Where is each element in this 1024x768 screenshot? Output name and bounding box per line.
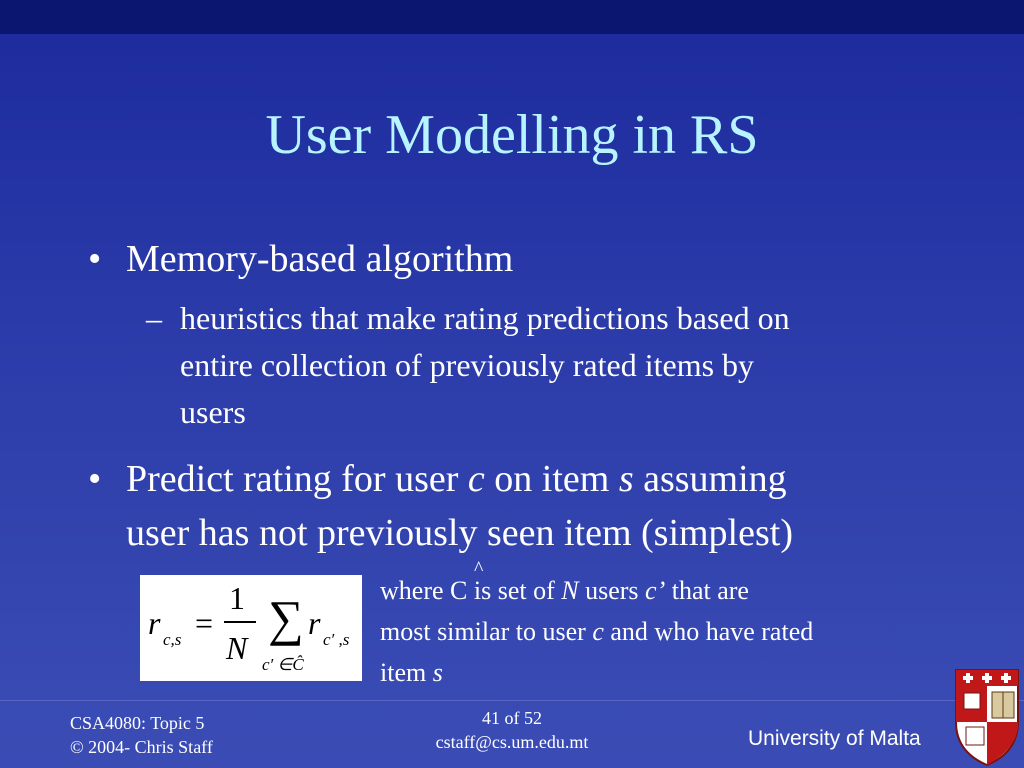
note-text: item (380, 658, 433, 687)
formula-equals: = (195, 605, 214, 641)
formula-note: where C is set of N users c’ that are mo… (380, 570, 1000, 693)
formula-r-rhs: r (308, 605, 321, 641)
formula-box: r c,s = 1 N ∑ r c′ ,s c′ ∈Ĉ (140, 575, 362, 681)
footer-divider (0, 700, 1024, 701)
note-var-c: c (592, 617, 604, 646)
formula-sub-rhs: c′ ,s (323, 630, 350, 649)
footer-email: cstaff@cs.um.edu.mt (435, 732, 589, 752)
bullet2-var-s: s (618, 458, 634, 500)
sub-bullet-heuristics: – heuristics that make rating prediction… (146, 295, 790, 436)
bullet2-text-a: Predict rating for user (126, 458, 468, 500)
note-var-cprime: c’ (645, 576, 666, 605)
bullet-memory-based: • Memory-based algorithm (88, 232, 514, 286)
formula-r: r (148, 605, 161, 641)
bullet-dot: • (88, 458, 102, 500)
note-var-s: s (432, 658, 443, 687)
bullet-predict-rating: • Predict rating for user c on item s as… (88, 452, 793, 560)
formula-denominator: N (226, 630, 248, 666)
bullet2-var-c: c (467, 458, 485, 500)
bullet2-line-2: user has not previously seen item (simpl… (126, 512, 793, 554)
formula-sub-lhs: c,s (163, 630, 182, 649)
note-var-N: N (561, 576, 579, 605)
note-set-C: C (450, 576, 468, 605)
note-text: is set of (467, 576, 562, 605)
note-text: where (380, 576, 451, 605)
footer-center: 41 of 52 cstaff@cs.um.edu.mt (412, 706, 612, 754)
sub-dash: – (146, 300, 162, 336)
bullet-text: Memory-based algorithm (126, 238, 514, 280)
bullet2-text-b: on item (484, 458, 619, 500)
footer-university: University of Malta (748, 727, 921, 750)
sigma-symbol: ∑ (268, 590, 304, 646)
footer-page-number: 41 of 52 (482, 708, 542, 728)
footer-copyright: © 2004- Chris Staff (70, 737, 213, 757)
note-text: that are (665, 576, 749, 605)
hat-accent: ^ (474, 558, 484, 580)
footer-course: CSA4080: Topic 5 (70, 713, 205, 733)
note-text: users (578, 576, 646, 605)
formula-numerator: 1 (229, 580, 245, 616)
sub-line-3: users (180, 394, 246, 430)
sub-line-1: heuristics that make rating predictions … (180, 300, 790, 336)
note-text: most similar to user (380, 617, 593, 646)
footer-left: CSA4080: Topic 5 © 2004- Chris Staff (70, 711, 213, 759)
sub-line-2: entire collection of previously rated it… (180, 347, 755, 383)
formula-sum-index: c′ ∈Ĉ (262, 655, 304, 674)
fraction-bar (224, 621, 256, 623)
bullet2-text-c: assuming (633, 458, 787, 500)
university-crest-icon (955, 669, 1019, 767)
note-text: and who have rated (603, 617, 814, 646)
top-bar (0, 0, 1024, 34)
bullet-dot: • (88, 238, 102, 280)
slide-title: User Modelling in RS (265, 104, 759, 166)
